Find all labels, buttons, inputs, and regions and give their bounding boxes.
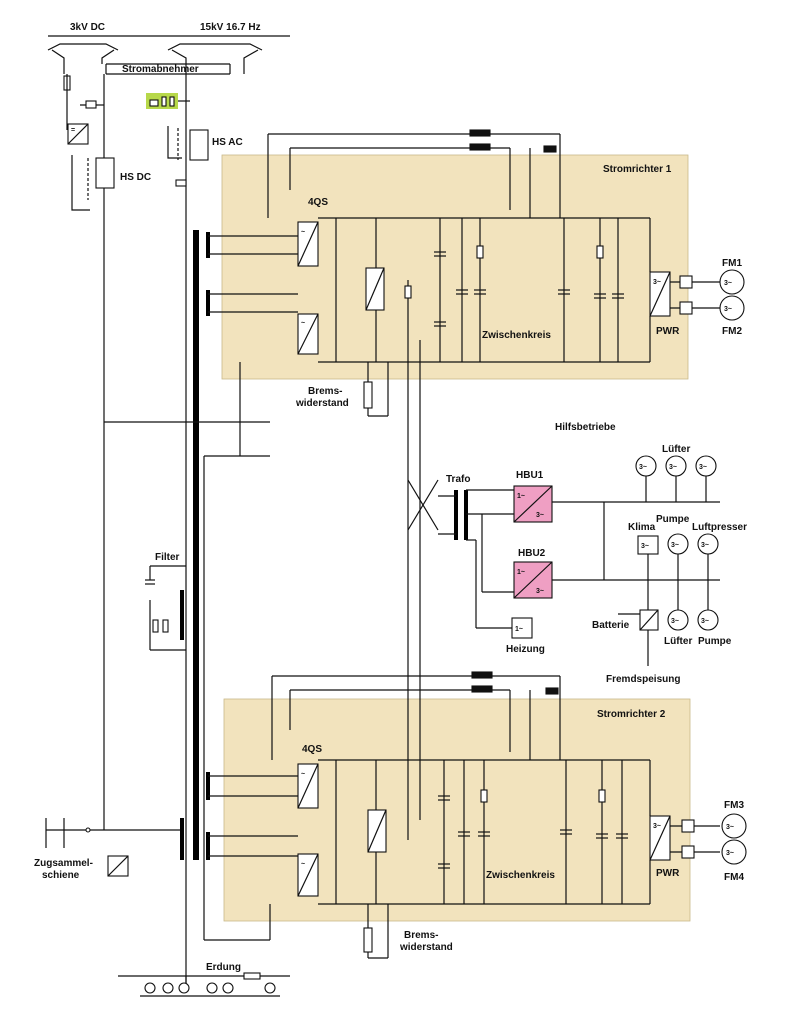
- fan-top-label: Lüfter: [662, 444, 690, 455]
- svg-text:3~: 3~: [701, 542, 709, 549]
- aux-motor-4: 3~: [667, 533, 689, 555]
- converter-1-dc-link: Zwischenkreis: [482, 330, 551, 341]
- converter-1-title: Stromrichter 1: [603, 164, 672, 175]
- hs-ac-label: HS AC: [212, 137, 243, 148]
- svg-text:3~: 3~: [701, 618, 709, 625]
- aux-motor-7: 3~: [697, 609, 719, 631]
- earthing-symbols: [140, 982, 280, 997]
- svg-text:1~: 1~: [517, 493, 525, 500]
- svg-text:3~: 3~: [536, 588, 544, 595]
- heating-converter: 1~: [511, 617, 533, 639]
- converter-1-4qs-b: ~: [297, 313, 319, 355]
- svg-text:3~: 3~: [639, 464, 647, 471]
- converter-2-4qs: 4QS: [302, 744, 322, 755]
- external-supply-label: Fremdspeisung: [606, 674, 680, 685]
- pump-bottom-label: Pumpe: [698, 636, 732, 647]
- converter-1-brake-2: widerstand: [295, 398, 349, 409]
- hbu1-converter: 1~ 3~: [513, 485, 553, 523]
- svg-text:3~: 3~: [641, 543, 649, 550]
- svg-text:1~: 1~: [517, 569, 525, 576]
- hbu1-label: HBU1: [516, 470, 544, 481]
- air-compressor-label: Luftpresser: [692, 522, 747, 533]
- train-bus-symbol: [45, 808, 105, 848]
- svg-text:3~: 3~: [724, 280, 732, 287]
- converter-2-pwr-inverter: 3~: [649, 815, 671, 861]
- svg-text:3~: 3~: [653, 279, 661, 286]
- motor-fm1-label: FM1: [722, 258, 742, 269]
- svg-text:=: =: [71, 127, 75, 134]
- aux-motor-2: 3~: [665, 455, 687, 477]
- svg-text:1~: 1~: [515, 626, 523, 633]
- transformer-label: Trafo: [446, 474, 470, 485]
- svg-text:3~: 3~: [536, 512, 544, 519]
- aux-motor-5: 3~: [697, 533, 719, 555]
- climate-unit: 3~: [637, 535, 659, 555]
- battery-label: Batterie: [592, 620, 630, 631]
- svg-text:3~: 3~: [671, 618, 679, 625]
- motor-fm2-label: FM2: [722, 326, 742, 337]
- converter-2-4qs-a: ~: [297, 763, 319, 809]
- converter-1-4qs: 4QS: [308, 197, 328, 208]
- converter-2-pwr: PWR: [656, 868, 680, 879]
- converter-1-4qs-a: ~: [297, 221, 319, 267]
- svg-text:3~: 3~: [699, 464, 707, 471]
- hbu2-label: HBU2: [518, 548, 546, 559]
- svg-text:~: ~: [301, 861, 305, 868]
- converter-1-pwr-inverter: 3~: [649, 271, 671, 317]
- motor-fm1: 3~: [719, 269, 745, 295]
- svg-text:~: ~: [301, 771, 305, 778]
- motor-fm4-label: FM4: [724, 872, 744, 883]
- converter-2-capacitors: [438, 760, 628, 904]
- hbu2-converter: 1~ 3~: [513, 561, 553, 599]
- motor-fm3: 3~: [721, 813, 747, 839]
- converter-2-title: Stromrichter 2: [597, 709, 666, 720]
- motor-fm3-label: FM3: [724, 800, 744, 811]
- svg-text:3~: 3~: [724, 306, 732, 313]
- train-bus-label-2: schiene: [42, 870, 80, 881]
- pump-top-label: Pumpe: [656, 514, 690, 525]
- converter-1-pwr: PWR: [656, 326, 680, 337]
- voltage-ac-label: 15kV 16.7 Hz: [200, 22, 261, 33]
- hs-dc-label: HS DC: [120, 172, 151, 183]
- svg-text:3~: 3~: [726, 824, 734, 831]
- climate-label: Klima: [628, 522, 656, 533]
- converter-2-brake-2: widerstand: [399, 942, 453, 953]
- motor-fm2: 3~: [719, 295, 745, 321]
- pantograph-symbol: [47, 43, 263, 75]
- converter-2-dc-link: Zwischenkreis: [486, 870, 555, 881]
- fan-bottom-label: Lüfter: [664, 636, 692, 647]
- train-bus-label-1: Zugsammel-: [34, 858, 93, 869]
- svg-text:~: ~: [301, 320, 305, 327]
- svg-text:~: ~: [301, 229, 305, 236]
- aux-motor-3: 3~: [695, 455, 717, 477]
- svg-text:3~: 3~: [653, 823, 661, 830]
- converter-2-brake-1: Brems-: [404, 930, 438, 941]
- battery-charger: [639, 609, 659, 631]
- converter-1-capacitors: [434, 218, 624, 362]
- converter-2-4qs-b: ~: [297, 853, 319, 897]
- voltage-dc-label: 3kV DC: [70, 22, 105, 33]
- svg-text:3~: 3~: [671, 542, 679, 549]
- filter-label: Filter: [155, 552, 180, 563]
- aux-motor-1: 3~: [635, 455, 657, 477]
- svg-text:3~: 3~: [726, 850, 734, 857]
- pantograph-label: Stromabnehmer: [122, 64, 199, 75]
- converter-1-brake-1: Brems-: [308, 386, 342, 397]
- svg-text:3~: 3~: [669, 464, 677, 471]
- converter-2-region: [223, 698, 691, 922]
- earthing-label: Erdung: [206, 962, 241, 973]
- motor-fm4: 3~: [721, 839, 747, 865]
- heating-label: Heizung: [506, 644, 545, 655]
- auxiliaries-label: Hilfsbetriebe: [555, 422, 616, 433]
- aux-motor-6: 3~: [667, 609, 689, 631]
